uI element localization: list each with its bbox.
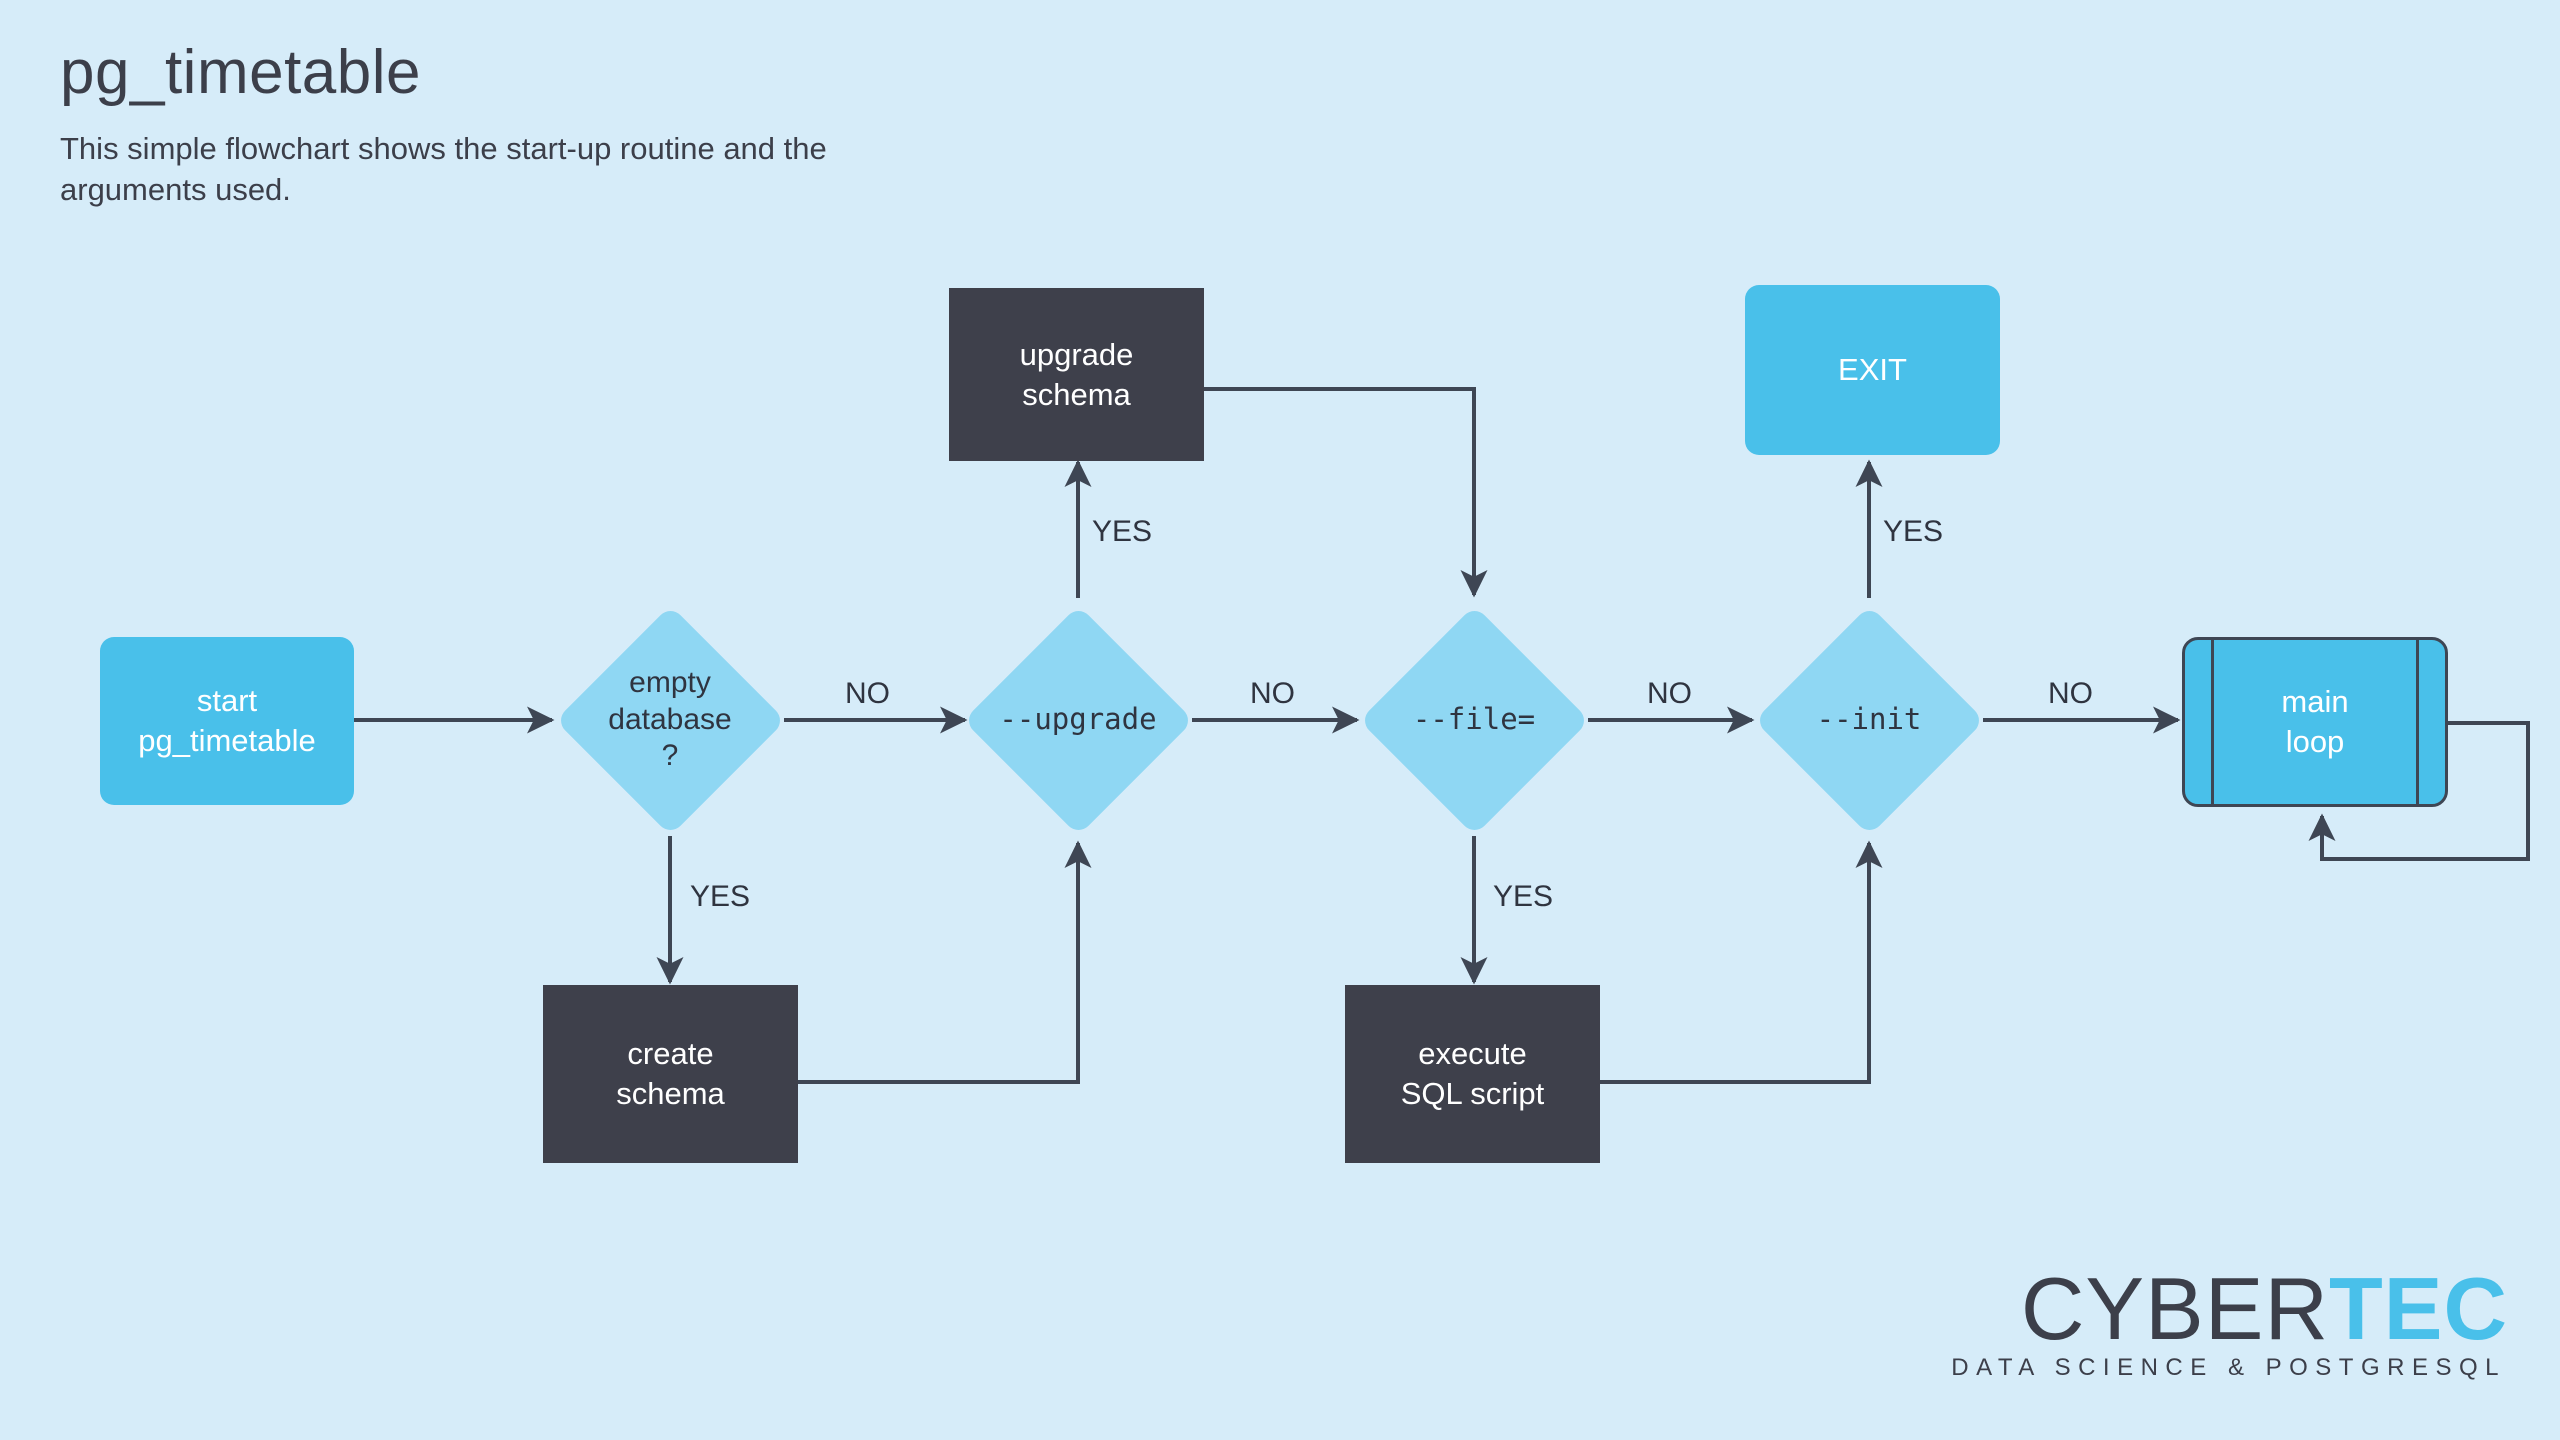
page-subtitle: This simple flowchart shows the start-up… xyxy=(60,131,827,207)
subroutine-left-bar xyxy=(2211,637,2214,807)
logo-tec-text: TEC xyxy=(2329,1259,2508,1359)
cybertec-logo: CYBERTEC DATA SCIENCE & POSTGRESQL xyxy=(1951,1265,2508,1382)
edge-label-upgrade-no: NO xyxy=(1250,677,1295,710)
node-main-loop[interactable]: main loop xyxy=(2182,637,2448,807)
subroutine-right-bar xyxy=(2416,637,2419,807)
node-init-decision[interactable]: --init xyxy=(1753,604,1985,836)
node-upgrade-schema-label: upgrade schema xyxy=(1019,336,1134,412)
edge-label-init-no: NO xyxy=(2048,677,2093,710)
node-exit-label: EXIT xyxy=(1838,352,1907,388)
node-execute-sql-script[interactable]: execute SQL script xyxy=(1345,985,1600,1163)
header: pg_timetable This simple flowchart shows… xyxy=(60,40,1060,211)
node-empty-database[interactable]: empty database ? xyxy=(554,604,786,836)
decision-diamond-shape xyxy=(962,604,1194,836)
page-title: pg_timetable xyxy=(60,38,422,107)
node-execute-sql-script-label: execute SQL script xyxy=(1400,1036,1545,1111)
edge-label-file-yes: YES xyxy=(1493,880,1554,913)
node-create-schema[interactable]: create schema xyxy=(543,985,798,1163)
node-upgrade-decision[interactable]: --upgrade xyxy=(962,604,1194,836)
node-upgrade-schema[interactable]: upgrade schema xyxy=(949,288,1204,461)
edge-label-init-yes: YES xyxy=(1883,515,1944,548)
edge-exec-sql-to-init xyxy=(1598,840,1883,1084)
logo-tagline: DATA SCIENCE & POSTGRESQL xyxy=(1951,1354,2506,1381)
decision-diamond-shape xyxy=(1753,604,1985,836)
decision-diamond-shape xyxy=(1358,604,1590,836)
decision-diamond-shape xyxy=(554,604,786,836)
edge-label-upgrade-yes: YES xyxy=(1092,515,1153,548)
edge-label-empty-db-no: NO xyxy=(845,677,890,710)
edge-label-empty-db-yes: YES xyxy=(690,880,751,913)
edge-label-file-no: NO xyxy=(1647,677,1692,710)
node-start[interactable]: start pg_timetable xyxy=(100,637,354,805)
logo-cyber-text: CYBER xyxy=(2020,1259,2329,1359)
node-exit[interactable]: EXIT xyxy=(1745,285,2000,455)
node-start-label: start pg_timetable xyxy=(138,683,316,758)
edge-main-loop-self xyxy=(2308,721,2530,861)
node-file-decision[interactable]: --file= xyxy=(1358,604,1590,836)
node-create-schema-label: create schema xyxy=(616,1036,725,1111)
logo-wordmark: CYBERTEC xyxy=(1951,1265,2508,1353)
edge-create-schema-to-upgrade xyxy=(797,840,1092,1084)
node-main-loop-label: main loop xyxy=(2281,683,2349,759)
edge-upgrade-schema-to-file xyxy=(1203,387,1488,598)
